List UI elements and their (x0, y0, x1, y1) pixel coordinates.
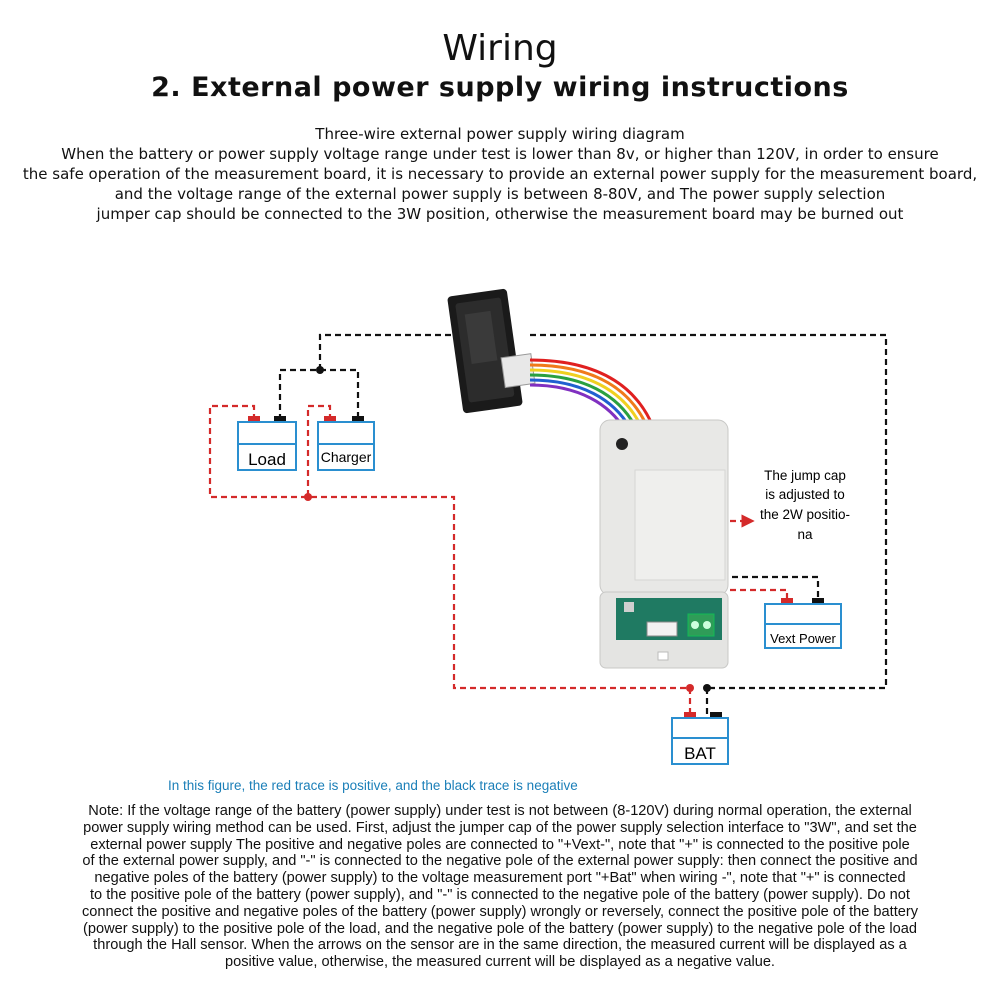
charger-label: Charger (321, 449, 372, 465)
negative-traces (278, 333, 888, 716)
jump-cap-line: the 2W positio- (760, 507, 850, 522)
vext-label: Vext Power (770, 631, 836, 646)
intro-line: the safe operation of the measurement bo… (22, 165, 978, 183)
note-line: power supply wiring method can be used. … (83, 819, 917, 836)
bat-label: BAT (684, 744, 716, 763)
intro-line: jumper cap should be connected to the 3W… (96, 205, 904, 223)
jump-cap-line: The jump cap (764, 468, 846, 483)
load-battery (237, 416, 297, 471)
note-line: positive value, otherwise, the measured … (224, 954, 775, 971)
vext-battery (764, 598, 842, 649)
intro-line: When the battery or power supply voltage… (61, 145, 939, 163)
hall-sensor (447, 288, 536, 414)
jump-cap-note: The jump cap is adjusted to the 2W posit… (760, 468, 850, 542)
page-subtitle: 2. External power supply wiring instruct… (151, 72, 849, 103)
note-line: connect the positive and negative poles … (81, 903, 919, 920)
note-line: of the external power supply, and "-" is… (82, 853, 918, 870)
note-line: external power supply The positive and n… (90, 836, 910, 853)
jump-cap-line: na (797, 527, 813, 542)
trace-caption: In this figure, the red trace is positiv… (168, 778, 578, 793)
bat-battery (671, 712, 729, 765)
intro-text: Three-wire external power supply wiring … (10, 124, 990, 224)
note-text: Note: If the voltage range of the batter… (8, 803, 992, 971)
note-line: negative poles of the battery (power sup… (94, 870, 906, 887)
load-label: Load (248, 450, 286, 469)
note-line: (power supply) to the positive pole of t… (82, 920, 917, 937)
jump-cap-line: is adjusted to (765, 487, 845, 502)
note-line: through the Hall sensor. When the arrows… (93, 937, 907, 954)
page-title: Wiring (442, 28, 558, 69)
measurement-board (599, 419, 729, 669)
note-line: to the positive pole of the battery (pow… (90, 886, 910, 903)
note-line: Note: If the voltage range of the batter… (88, 803, 912, 819)
wiring-diagram: Load Charger Vext Power BAT The jump cap… (208, 288, 888, 765)
charger-battery (317, 416, 375, 471)
intro-line: Three-wire external power supply wiring … (315, 125, 685, 143)
intro-line: and the voltage range of the external po… (114, 185, 886, 203)
